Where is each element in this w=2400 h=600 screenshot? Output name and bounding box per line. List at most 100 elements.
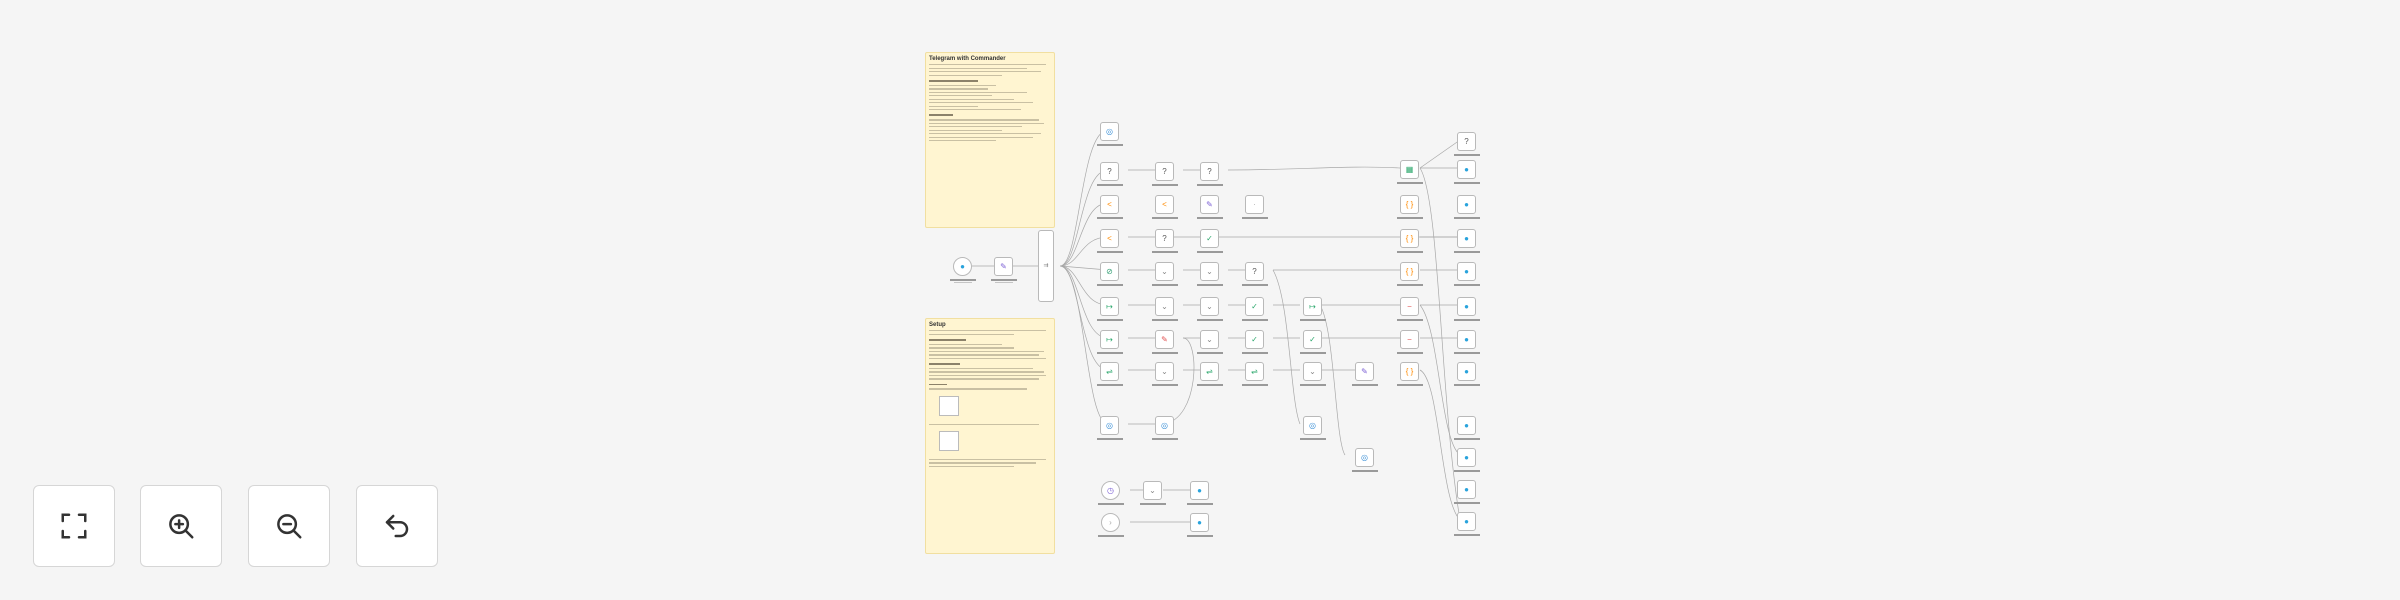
branch-node[interactable]: ⇌ [1241,362,1268,386]
branch-node[interactable]: ✓ [1196,229,1223,253]
branch-node[interactable]: ↦ [1096,330,1123,354]
code-icon: ⌄ [1206,301,1213,311]
telegram-icon: ● [1464,164,1469,174]
branch-node[interactable]: < [1096,229,1123,253]
merge-node[interactable]: { } [1396,362,1423,386]
reset-zoom-button[interactable] [356,485,438,567]
question-icon: ? [1207,166,1212,176]
code-icon: { } [1405,233,1414,243]
branch-node[interactable]: · [1241,195,1268,219]
telegram-send-node[interactable]: ● [1453,262,1480,286]
telegram-icon: ● [1464,334,1469,344]
branch-node[interactable]: ⌄ [1196,330,1223,354]
merge-node[interactable]: − [1396,330,1423,354]
branch-node[interactable]: ? [1151,162,1178,186]
question-icon: ? [1162,233,1167,243]
split-icon: ↦ [1106,334,1113,344]
telegram-send-node[interactable]: ● [1453,448,1480,472]
telegram-send-node[interactable]: ? [1453,132,1480,156]
merge-node[interactable]: { } [1396,262,1423,286]
code-icon: < [1162,199,1167,209]
branch-node[interactable]: ◎ [1351,448,1378,472]
branch-node[interactable]: ⇌ [1196,362,1223,386]
trigger-node[interactable]: ◷ [1097,481,1124,505]
branch-node[interactable]: < [1151,195,1178,219]
play-icon: › [1109,517,1112,527]
minus-icon: − [1407,334,1412,344]
telegram-send-node[interactable]: ● [1453,362,1480,386]
branch-node[interactable]: ✓ [1299,330,1326,354]
code-icon: ⌄ [1149,485,1156,495]
branch-node[interactable]: ⌄ [1196,262,1223,286]
sticky-note-setup[interactable]: Setup [925,318,1055,554]
branch-node[interactable]: ◎ [1096,122,1123,146]
split-icon: ⇌ [1206,366,1213,376]
telegram-send-node[interactable]: ● [1186,513,1213,537]
zoom-in-icon [169,514,194,539]
telegram-send-node[interactable]: ● [1453,229,1480,253]
globe-icon: ◎ [1106,420,1113,430]
code-icon: < [1107,199,1112,209]
branch-node[interactable]: ⌄ [1151,297,1178,321]
branch-node[interactable]: ? [1241,262,1268,286]
branch-node[interactable]: ✎ [1151,330,1178,354]
switch-node[interactable]: ⇉ [1038,230,1054,302]
branch-node[interactable]: ✓ [1241,297,1268,321]
branch-node[interactable]: ↦ [1096,297,1123,321]
telegram-send-node[interactable]: ● [1453,480,1480,504]
telegram-send-node[interactable]: ● [1453,416,1480,440]
split-icon: ↦ [1309,301,1316,311]
sticky-note-title: Setup [929,322,946,328]
branch-node[interactable]: ? [1196,162,1223,186]
telegram-send-node[interactable]: ● [1453,195,1480,219]
zoom-out-icon [277,514,302,539]
fit-view-button[interactable] [33,485,115,567]
merge-node[interactable]: { } [1396,195,1423,219]
branch-node[interactable]: ⌄ [1299,362,1326,386]
telegram-icon: ● [1464,301,1469,311]
switch-icon: ⇉ [1043,263,1049,269]
check-icon: ✓ [1251,301,1258,311]
telegram-icon: ● [1464,452,1469,462]
branch-node[interactable]: ◎ [1299,416,1326,440]
question-icon: ? [1252,266,1257,276]
branch-node[interactable]: ✎ [1351,362,1378,386]
telegram-send-node[interactable]: ● [1186,481,1213,505]
branch-node[interactable]: ✎ [1196,195,1223,219]
branch-node[interactable]: ⊘ [1096,262,1123,286]
trigger-node[interactable]: › [1097,513,1124,537]
telegram-send-node[interactable]: ● [1453,297,1480,321]
branch-node[interactable]: < [1096,195,1123,219]
telegram-send-node[interactable]: ● [1453,160,1480,184]
code-node[interactable]: ⌄ [1139,481,1166,505]
set-node[interactable]: ✎ [990,257,1017,284]
branch-node[interactable]: ◎ [1151,416,1178,440]
zoom-out-button[interactable] [248,485,330,567]
telegram-icon: ● [1464,266,1469,276]
branch-node[interactable]: ⌄ [1151,362,1178,386]
sticky-note-intro[interactable]: Telegram with Commander [925,52,1055,228]
telegram-icon: ● [1464,484,1469,494]
branch-node[interactable]: ⌄ [1151,262,1178,286]
telegram-send-node[interactable]: ● [1453,512,1480,536]
branch-node[interactable]: ↦ [1299,297,1326,321]
pencil-icon: ✎ [1206,199,1213,209]
code-icon: { } [1405,199,1414,209]
branch-node[interactable]: ? [1151,229,1178,253]
branch-node[interactable]: ⌄ [1196,297,1223,321]
branch-node[interactable]: ⇌ [1096,362,1123,386]
split-icon: ↦ [1106,301,1113,311]
branch-node[interactable]: ? [1096,162,1123,186]
globe-icon: ◎ [1106,126,1113,136]
branch-node[interactable]: ◎ [1096,416,1123,440]
merge-node[interactable]: ▦ [1396,160,1423,184]
clock-icon: ◷ [1107,485,1114,495]
merge-node[interactable]: − [1396,297,1423,321]
telegram-send-node[interactable]: ● [1453,330,1480,354]
telegram-trigger-node[interactable]: ● [949,257,976,284]
branch-node[interactable]: ✓ [1241,330,1268,354]
merge-node[interactable]: { } [1396,229,1423,253]
check-icon: ✓ [1251,334,1258,344]
zoom-in-button[interactable] [140,485,222,567]
